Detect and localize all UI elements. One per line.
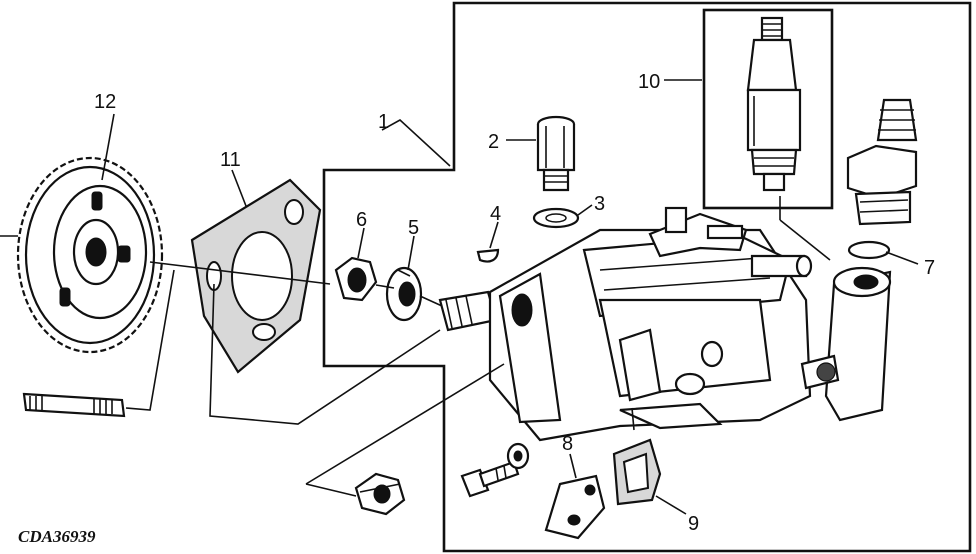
flange-nut-part — [354, 472, 406, 516]
lock-washer-part — [385, 266, 423, 322]
stud-bolt-part — [22, 392, 126, 418]
outlet-union-part — [846, 98, 918, 226]
injection-pump-body — [488, 206, 813, 442]
callout-12: 12 — [94, 91, 116, 113]
woodruff-key-part — [476, 248, 500, 263]
callout-8: 8 — [562, 433, 573, 455]
callout-10: 10 — [638, 71, 660, 93]
callout-2: 2 — [488, 131, 499, 153]
callout-5: 5 — [408, 217, 419, 239]
sealing-ring-part — [847, 240, 891, 260]
hex-nut-part — [334, 256, 378, 302]
callout-6: 6 — [356, 209, 367, 231]
pump-shaft — [438, 290, 498, 332]
leader-lines — [101, 79, 919, 515]
callout-4: 4 — [490, 203, 501, 225]
callout-1: 1 — [378, 111, 389, 133]
cover-plate-part — [544, 474, 606, 540]
callout-7: 7 — [924, 257, 935, 279]
drive-gear-part — [0, 156, 164, 354]
adapter-fitting-part — [536, 115, 576, 192]
injector-nozzle-part — [746, 16, 802, 192]
drawing-code: CDA36939 — [18, 527, 96, 546]
return-fitting-part — [800, 266, 892, 422]
assembly-boundary-outline — [322, 1, 972, 553]
cap-screw-part — [460, 442, 530, 498]
injector-inset-box — [702, 8, 834, 210]
callout-11: 11 — [220, 149, 241, 171]
washer-hole — [545, 213, 567, 223]
callout-9: 9 — [688, 513, 699, 535]
gasket-part — [190, 178, 322, 374]
seal-frame-part — [612, 438, 662, 506]
callout-3: 3 — [594, 193, 605, 215]
